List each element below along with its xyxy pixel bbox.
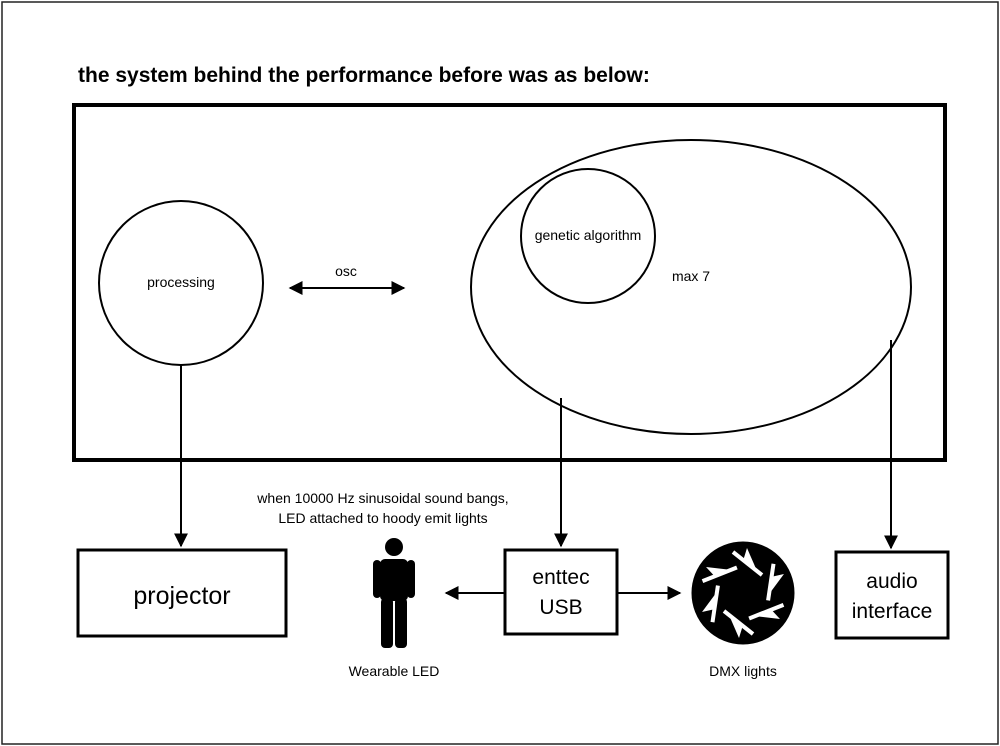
person-icon (373, 538, 415, 648)
projector-node: projector (76, 548, 288, 638)
processing-label: processing (147, 274, 215, 290)
projector-label: projector (133, 582, 230, 610)
diagram-title: the system behind the performance before… (78, 64, 650, 87)
note-annotation: when 10000 Hz sinusoidal sound bangs, LE… (256, 490, 508, 526)
enttec-node: enttec USB (503, 548, 619, 636)
note-line-2: LED attached to hoody emit lights (278, 510, 487, 526)
osc-label: osc (335, 263, 357, 279)
max-node: max 7 (470, 139, 912, 435)
genetic-algorithm-node: genetic algorithm (520, 168, 656, 304)
processing-node: processing (98, 200, 264, 366)
audio-label-line-2: interface (852, 600, 933, 623)
audio-label-line-1: audio (866, 570, 917, 593)
max-label: max 7 (672, 268, 710, 284)
aperture-icon (691, 541, 795, 645)
system-box (72, 103, 947, 462)
osc-edge: osc (288, 263, 406, 295)
wearable-led-label: Wearable LED (349, 663, 440, 679)
note-line-1: when 10000 Hz sinusoidal sound bangs, (256, 490, 508, 506)
enttec-label-line-2: USB (539, 596, 582, 619)
audio-interface-node: audio interface (834, 550, 950, 640)
enttec-label-line-1: enttec (532, 566, 589, 589)
genetic-algorithm-label: genetic algorithm (535, 227, 642, 243)
dmx-lights-label: DMX lights (709, 663, 777, 679)
